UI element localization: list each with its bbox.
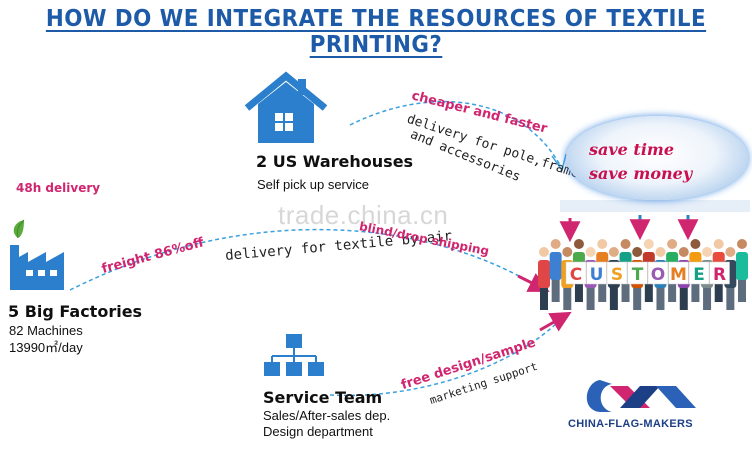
customer-letter-card — [606, 261, 628, 285]
customer-letter: M — [670, 265, 687, 285]
customer-letter: O — [651, 265, 665, 285]
service-heading: Service Team — [263, 388, 383, 407]
house-icon — [244, 71, 328, 143]
pink-arrows — [517, 215, 699, 332]
factory-icon — [10, 219, 64, 290]
customer-letter-card — [586, 261, 607, 285]
company-logo-text: CHINA-FLAG-MAKERS — [568, 418, 693, 430]
customer-letter: C — [570, 265, 582, 285]
customer-letter: S — [611, 265, 623, 285]
customer-letter: U — [590, 265, 604, 285]
service-sales: Sales/After-sales dep. — [263, 408, 391, 423]
warehouse-detail: Self pick up service — [257, 177, 369, 192]
bubble-line-time: save time — [589, 140, 674, 159]
factory-delivery-note: 48h delivery — [16, 181, 101, 195]
customer-letter-card — [688, 261, 710, 285]
arrow-factory-to-customer — [69, 228, 541, 291]
customer-letter: E — [693, 265, 705, 285]
customer-letter: R — [713, 265, 726, 285]
customer-letter-card — [647, 261, 669, 285]
watermark: trade.china.cn — [278, 200, 449, 230]
arrow-warehouse-to-customer — [349, 100, 567, 172]
customer-person — [549, 239, 562, 302]
org-chart-icon — [264, 334, 324, 376]
page-title: HOW DO WE INTEGRATE THE RESOURCES OF TEX… — [45, 6, 707, 58]
customer-letter-card — [565, 261, 587, 285]
warehouse-heading: 2 US Warehouses — [256, 152, 414, 171]
savings-bubble — [566, 116, 748, 200]
customer-letter-card — [627, 261, 648, 285]
customer-letter-card — [668, 261, 689, 285]
company-logo-mark — [586, 380, 696, 412]
factory-machines: 82 Machines — [9, 323, 83, 338]
bubble-line-money: save money — [589, 164, 693, 183]
customer-person — [736, 239, 748, 302]
arrow-service-to-customer — [329, 319, 561, 397]
factory-heading: 5 Big Factories — [8, 302, 143, 321]
customer-letter: T — [632, 265, 644, 285]
customer-person — [538, 247, 550, 310]
customer-letter-card — [709, 261, 730, 285]
factory-capacity: 13990㎡/day — [9, 340, 83, 355]
bubble-bar — [560, 200, 750, 212]
service-design: Design department — [263, 424, 373, 439]
